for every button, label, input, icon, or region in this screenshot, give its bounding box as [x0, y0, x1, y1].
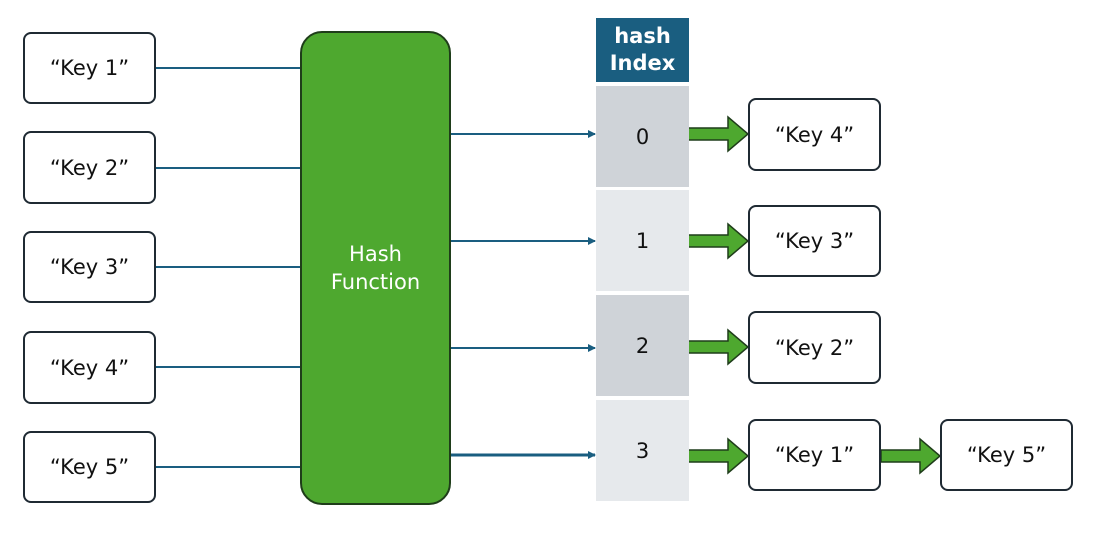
bucket-arrow-2 — [687, 328, 750, 366]
bucket-3-chained-entry: “Key 5” — [940, 419, 1073, 491]
bucket-1-entry: “Key 3” — [748, 205, 881, 277]
input-key-5: “Key 5” — [23, 431, 156, 503]
bucket-arrow-1 — [687, 222, 750, 260]
bucket-0-entry: “Key 4” — [748, 98, 881, 171]
bucket-arrow-0 — [687, 115, 750, 153]
index-cell-0: 0 — [596, 86, 689, 187]
header-line2: Index — [609, 51, 676, 75]
chain-arrow — [880, 437, 942, 475]
hash-function-block: Hash Function — [300, 31, 451, 505]
hash-index-header: hash Index — [596, 18, 689, 82]
input-key-2: “Key 2” — [23, 131, 156, 204]
index-cell-1: 1 — [596, 190, 689, 291]
input-key-4: “Key 4” — [23, 331, 156, 404]
hash-function-label-line2: Function — [330, 270, 421, 294]
header-line1: hash — [614, 24, 671, 48]
bucket-2-entry: “Key 2” — [748, 311, 881, 384]
input-key-1: “Key 1” — [23, 32, 156, 104]
hash-function-label-line1: Hash — [349, 242, 402, 266]
bucket-3-entry: “Key 1” — [748, 419, 881, 491]
index-cell-3: 3 — [596, 400, 689, 501]
input-key-3: “Key 3” — [23, 231, 156, 303]
index-cell-2: 2 — [596, 295, 689, 396]
bucket-arrow-3 — [687, 437, 750, 475]
